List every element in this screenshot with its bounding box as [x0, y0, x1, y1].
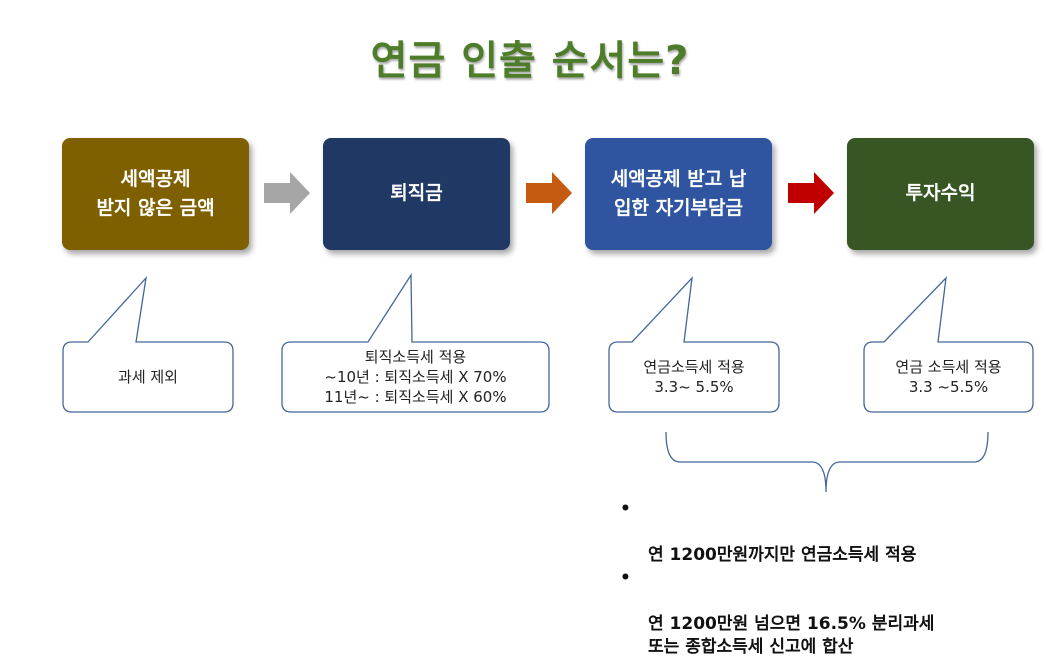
list-item: • 연 1200만원까지만 연금소득세 적용	[618, 498, 934, 567]
callout-bubble-shape	[608, 276, 780, 413]
callout-text-pension-tax-returns: 연금 소득세 적용 3.3 ~5.5%	[895, 357, 1002, 396]
note-text: 연 1200만원까지만 연금소득세 적용	[648, 544, 917, 565]
flow-arrow-icon	[264, 172, 310, 214]
flow-arrow-icon	[788, 172, 834, 214]
list-item: • 연 1200만원 넘으면 16.5% 분리과세 또는 종합소득세 신고에 합…	[618, 567, 934, 659]
callout-text-tax-exempt: 과세 제외	[118, 367, 178, 386]
callout-bubble-shape	[863, 276, 1034, 413]
callout-bubble-shape	[281, 272, 550, 413]
callout-text-severance-tax: 퇴직소득세 적용 ~10년 : 퇴직소득세 X 70% 11년~ : 퇴직소득세…	[324, 347, 507, 407]
grouping-brace	[665, 431, 989, 493]
step-box-severance: 퇴직금	[323, 138, 510, 250]
step-box-deducted-contribution: 세액공제 받고 납 입한 자기부담금	[585, 138, 772, 250]
callout-text-pension-tax: 연금소득세 적용 3.3~ 5.5%	[643, 357, 745, 396]
step-box-untaxed-deduction: 세액공제 받지 않은 금액	[62, 138, 249, 250]
callout-bubbles	[62, 272, 1034, 413]
note-text: 연 1200만원 넘으면 16.5% 분리과세 또는 종합소득세 신고에 합산	[648, 613, 935, 657]
bullet-icon: •	[620, 499, 631, 519]
page-title: 연금 인출 순서는?	[370, 38, 690, 84]
step-box-investment-returns: 투자수익	[847, 138, 1034, 250]
bullet-icon: •	[620, 567, 631, 588]
callout-bubble-shape	[62, 275, 234, 413]
notes-list: • 연 1200만원까지만 연금소득세 적용 • 연 1200만원 넘으면 16…	[618, 498, 934, 659]
flow-arrow-icon	[526, 172, 572, 214]
